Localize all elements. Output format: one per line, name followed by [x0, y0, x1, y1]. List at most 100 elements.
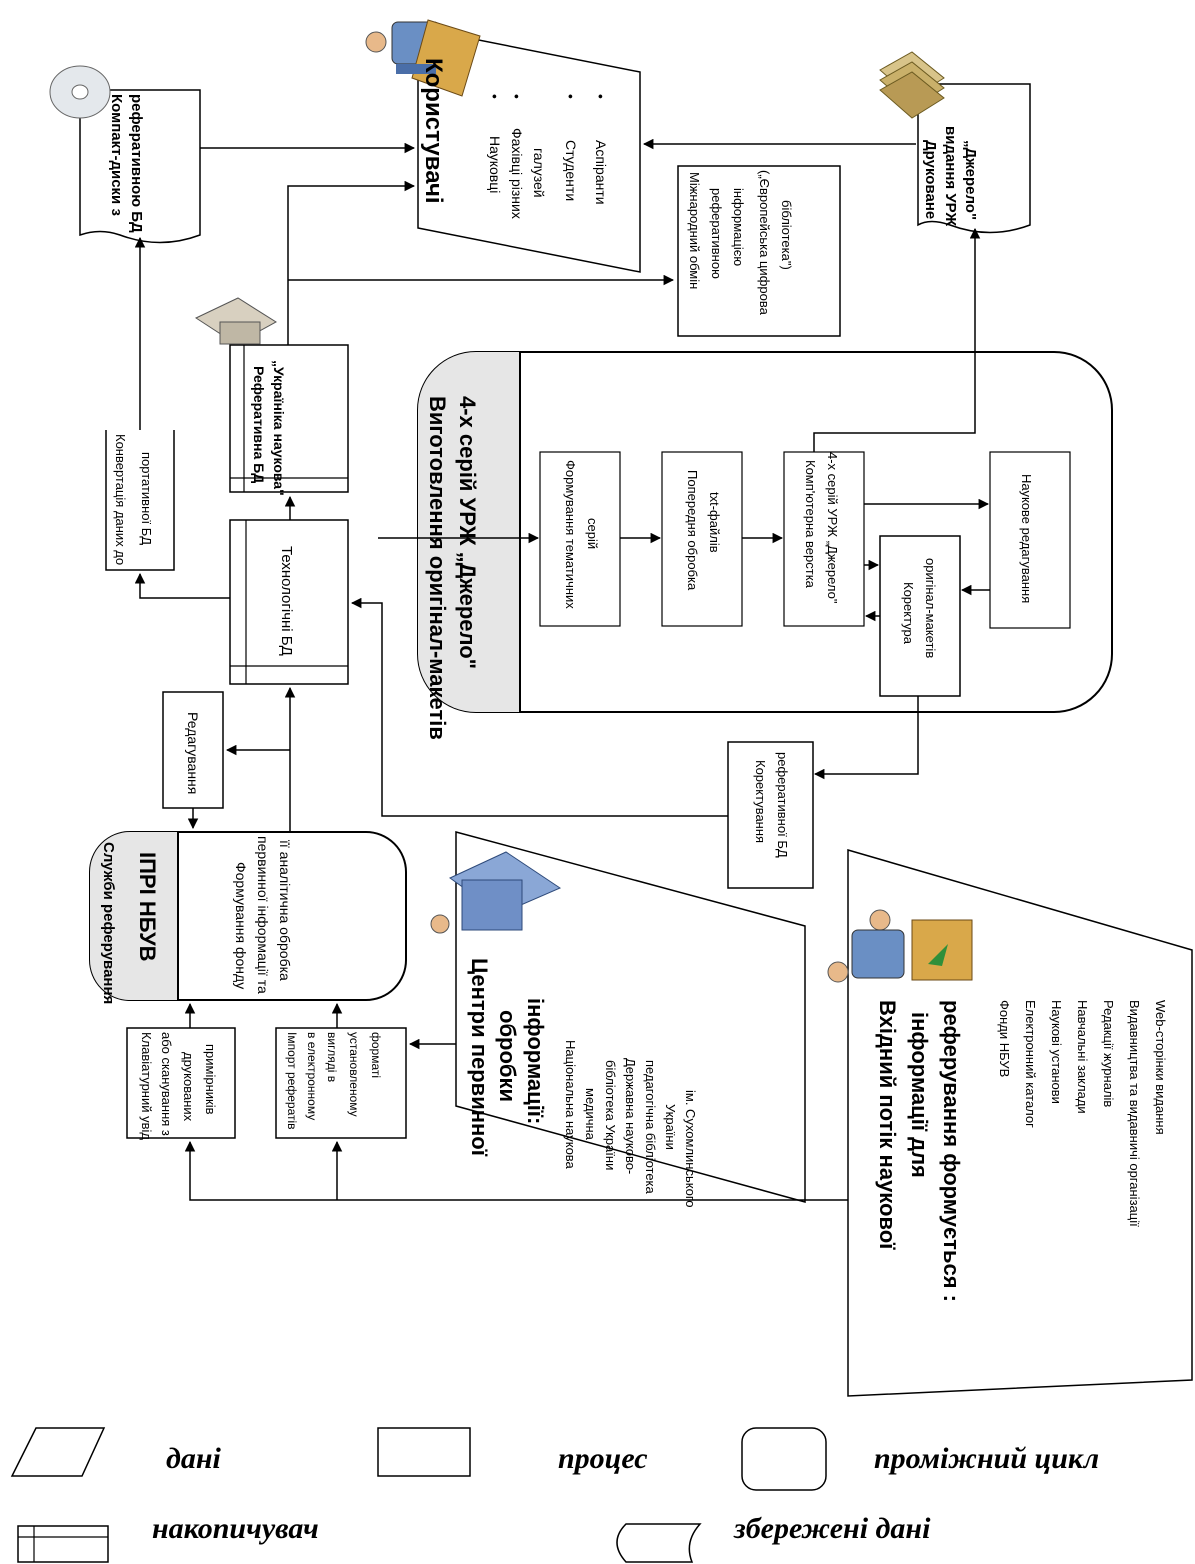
services-block [89, 831, 407, 1001]
db-correction-box [727, 741, 814, 889]
centers-item-2: медична [583, 1088, 598, 1141]
intl-exchange-box [677, 165, 841, 337]
legend-stored-label: збережені дані [733, 1512, 931, 1545]
intl-exchange-label-1: Міжнародний обмін [687, 172, 702, 289]
input-flow-title-3: реферування формується : [939, 1000, 964, 1302]
import-refs-label-3: вигляді в [325, 1032, 339, 1082]
tech-db-label: Технологічні БД [278, 546, 295, 656]
input-flow-item-5: Редакції журналів [1101, 1000, 1116, 1107]
legend-storage-label: накопичувач [152, 1512, 319, 1545]
keyboard-input-label-4: примірників [203, 1044, 218, 1115]
services-body-3: її аналітична обробка [277, 839, 293, 981]
cd-icon [49, 65, 111, 119]
db-correction-label-1: Коректування [753, 760, 768, 843]
editing-box [162, 691, 224, 809]
input-flow-item-2: Електронний каталог [1023, 1000, 1038, 1128]
step-layout-box [783, 451, 865, 627]
step-series-label-2: серій [585, 518, 600, 549]
centers-item-5: педагогічна бібліотека [643, 1060, 658, 1195]
step-series-label-1: Формування тематичних [563, 460, 578, 609]
legend-intermediate-shape [741, 1427, 827, 1491]
books-icon [879, 51, 945, 119]
services-title-2: ІПРІ НБУВ [135, 852, 160, 962]
keyboard-input-label-2: або сканування з [159, 1032, 174, 1136]
input-flow-item-1: Фонди НБУВ [997, 1000, 1012, 1077]
centers-title-2: обробки [495, 1010, 520, 1102]
step-layout-label-1: Комп'ютерна верстка [803, 460, 818, 589]
centers-item-7: ім. Сухомлинського [683, 1090, 698, 1208]
centers-item-3: бібліотека України [603, 1060, 618, 1170]
server-person-icon [430, 851, 562, 934]
users-bullets: • [563, 94, 579, 99]
legend: дані процес проміжний цикл накопичувач з… [10, 1427, 1099, 1563]
input-flow-item-3: Наукові установи [1049, 1000, 1064, 1104]
legend-data-label: дані [166, 1442, 222, 1475]
input-flow-block [827, 849, 1193, 1397]
import-refs-label-1: Імпорт рефератів [285, 1032, 299, 1130]
input-flow-item-7: Web-сторінки видання [1153, 1000, 1168, 1135]
services-body-1: Формування фонду [233, 862, 249, 989]
input-person-icon [827, 909, 973, 983]
ref-db-label-2: „Україніка наукова" [271, 360, 287, 496]
users-block [365, 19, 641, 273]
input-flow-title-1: Вхідний потік наукової [875, 1000, 900, 1250]
centers-item-6: України [663, 1104, 678, 1150]
printed-edition-label-2: видання УРЖ [942, 126, 959, 226]
keyboard-input-box [126, 1027, 236, 1139]
users-person-icon [365, 19, 481, 97]
printer-icon [194, 297, 277, 345]
legend-process-shape [377, 1427, 471, 1477]
production-title-1: Виготовлення оригінал-макетів [425, 396, 450, 740]
users-title: Користувачі [420, 58, 447, 204]
input-flow-title-2: інформації для [907, 1012, 932, 1178]
import-refs-label-2: в електронному [305, 1032, 319, 1120]
step-sci-edit-box [989, 451, 1071, 629]
cd-disks-label-2: реферативною БД [128, 94, 145, 233]
legend-storage-shape [17, 1525, 109, 1563]
input-flow-item-4: Навчальні заклади [1075, 1000, 1090, 1114]
users-bullets: • [487, 94, 503, 99]
printed-edition-label-3: „Джерело" [962, 140, 979, 220]
conversion-label-1: Конвертація даних до [113, 434, 128, 565]
centers-title-1: Центри первинної [467, 958, 492, 1157]
intl-exchange-label-5: бібліотека") [779, 200, 794, 270]
ref-db-label-1: Реферативна БД [251, 366, 267, 483]
step-series-box [539, 451, 621, 627]
step-pre-box [661, 451, 743, 627]
step-pre-label-2: txt-файлів [707, 492, 722, 553]
users-bullets: • [593, 94, 609, 99]
users-item-3: галузей [531, 148, 547, 198]
legend-data-shape [10, 1427, 106, 1477]
production-title-2: 4-х серій УРЖ „Джерело" [455, 396, 480, 669]
ref-db-block [194, 297, 349, 493]
step-proof-label-2: оригінал-макетів [923, 558, 938, 658]
input-flow-item-6: Видавництва та видавничі організації [1127, 1000, 1142, 1227]
intl-exchange-label-4: („Європейська цифрова [757, 170, 772, 316]
step-pre-label-1: Попередня обробка [685, 470, 700, 591]
centers-item-1: Національна наукова [563, 1040, 578, 1170]
tech-db-block [229, 519, 349, 685]
users-item-4: Студенти [563, 140, 579, 201]
centers-item-4: Державна науково- [623, 1058, 638, 1174]
editing-label: Редагування [185, 712, 201, 794]
centers-title-3: інформації: [523, 998, 548, 1124]
users-item-2: Фахівці різних [509, 128, 525, 219]
step-sci-edit-label: Наукове редагування [1019, 474, 1034, 603]
connectors [134, 138, 990, 1201]
import-refs-label-5: форматі [369, 1032, 383, 1078]
intl-exchange-label-3: інформацією [731, 188, 746, 266]
db-correction-label-2: реферативної БД [775, 752, 790, 858]
cd-disks-label-1: Компакт-диски з [108, 94, 125, 216]
import-refs-label-4: установленому [347, 1032, 361, 1117]
intl-exchange-label-2: реферативною [709, 188, 724, 279]
users-bullets: • [509, 94, 525, 99]
legend-process-label: процес [558, 1442, 648, 1475]
users-item-5: Аспіранти [593, 140, 609, 205]
keyboard-input-label-1: Клавіатурний увід [139, 1032, 154, 1140]
services-title-1: Служби реферування [100, 842, 117, 1004]
conversion-box [105, 430, 175, 571]
step-proof-box [879, 535, 961, 697]
users-item-1: Науковці [487, 136, 503, 193]
printed-edition-block [879, 51, 1031, 234]
